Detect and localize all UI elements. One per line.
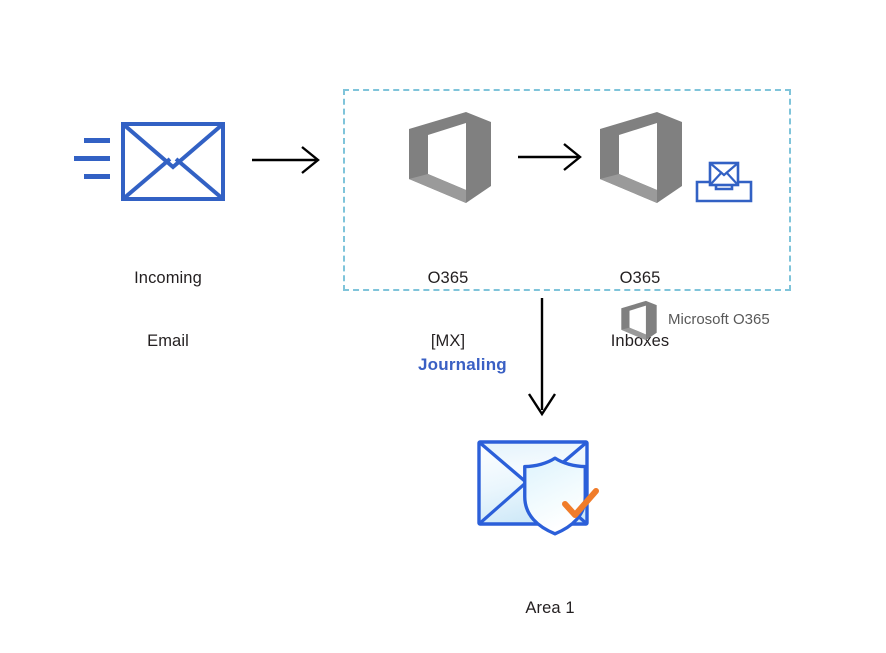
node-o365-mx-label: O365 [MX]: [368, 226, 528, 394]
node-incoming-email[interactable]: [70, 115, 230, 215]
edge-inboxes-to-area1: [520, 298, 564, 420]
incoming-email-label-line2: Email: [147, 332, 189, 350]
incoming-email-label-line1: Incoming: [134, 269, 202, 287]
edge-incoming-to-mx: [252, 143, 324, 177]
legend-label: Microsoft O365: [668, 311, 770, 328]
o365-mx-label-line1: O365: [427, 269, 469, 287]
node-area1-email-security[interactable]: [465, 430, 635, 550]
area1-label-line1: Area 1: [525, 599, 575, 617]
edge-mx-to-inboxes: [518, 140, 588, 174]
node-o365-mx[interactable]: [404, 110, 496, 205]
node-area1-email-security-label: Area 1 email security: [465, 556, 635, 653]
arrow-down-icon: [527, 298, 557, 417]
inbox-tray-envelope-icon: [695, 161, 753, 203]
node-o365-inboxes[interactable]: [595, 110, 687, 205]
envelope-shield-check-icon: [477, 440, 599, 536]
envelope-with-motion-lines-icon: [74, 122, 225, 201]
arrow-right-icon: [252, 146, 320, 174]
o365-mx-label-line2: [MX]: [430, 332, 466, 350]
office-365-cube-icon: [621, 300, 657, 341]
o365-inboxes-label-line1: O365: [619, 269, 661, 287]
node-o365-inboxes-label: O365 Inboxes: [560, 226, 720, 394]
arrow-right-icon: [518, 143, 582, 171]
office-365-cube-icon: [600, 112, 682, 203]
o365-inboxes-label-line2: Inboxes: [610, 332, 670, 350]
office-365-cube-icon: [409, 112, 491, 203]
microsoft-o365-boundary: [343, 89, 791, 291]
o365-inboxes-badge: [693, 158, 755, 206]
node-incoming-email-label: Incoming Email: [88, 226, 248, 394]
edge-journaling-label: Journaling: [418, 355, 507, 374]
